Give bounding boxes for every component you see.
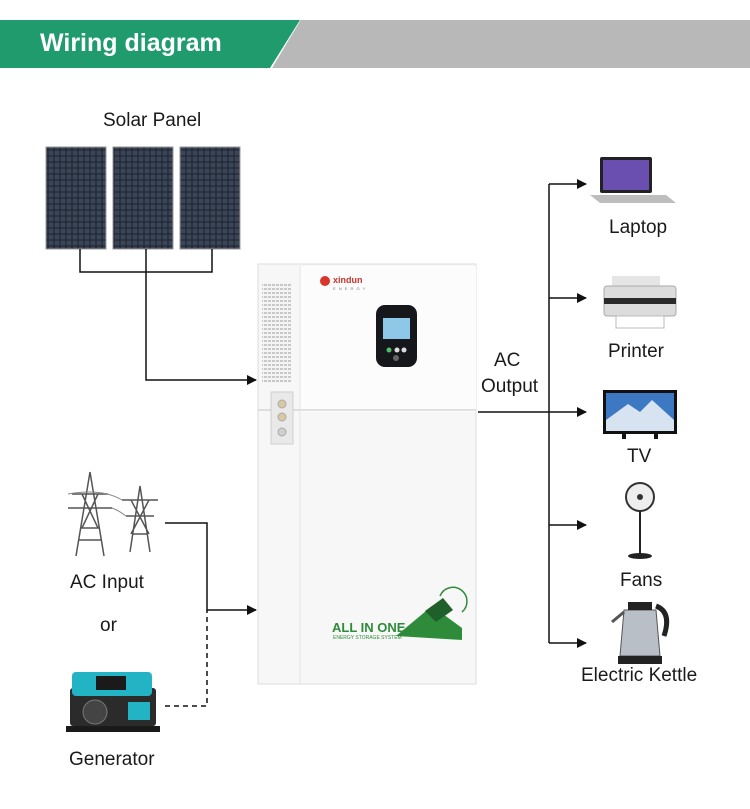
brand-name: xindun [333,275,363,285]
generator-label: Generator [69,749,155,770]
brand-logo-icon [320,276,330,286]
solar-panel-array [45,146,241,250]
solar-panel-1 [45,146,107,250]
header-banner [0,20,300,68]
power-tower-icon [67,471,158,557]
house-solar-graphic-icon [396,606,462,640]
printer-label: Printer [608,341,664,362]
product-name: ALL IN ONE [332,620,406,635]
fans-label: Fans [620,570,663,591]
ac-input-label: AC Input [70,572,144,593]
ac-output-wiring [478,179,587,648]
tv-label: TV [627,446,652,467]
electric-kettle-label: Electric Kettle [581,665,698,686]
page-title: Wiring diagram [40,29,222,57]
solar-panel-2 [112,146,174,250]
ac-input-wiring [165,522,257,707]
generator-icon [66,672,160,732]
printer-icon [603,276,677,329]
energy-storage-unit [257,263,477,685]
ac-output-label-line2: Output [481,376,539,397]
tv-icon [603,390,677,439]
ac-output-label-line1: AC [494,350,521,371]
or-label: or [100,615,117,636]
brand-subtitle: E N E R G Y [333,286,367,291]
solar-panel-label: Solar Panel [103,110,202,131]
laptop-label: Laptop [609,217,668,238]
fan-icon [625,482,655,559]
kettle-icon [611,602,670,664]
laptop-icon [590,157,676,203]
product-subtitle: ENERGY STORAGE SYSTEM [333,635,402,641]
solar-wiring [79,249,257,385]
solar-panel-3 [179,146,241,250]
header-banner-extension [272,20,750,68]
lcd-screen [383,318,410,339]
